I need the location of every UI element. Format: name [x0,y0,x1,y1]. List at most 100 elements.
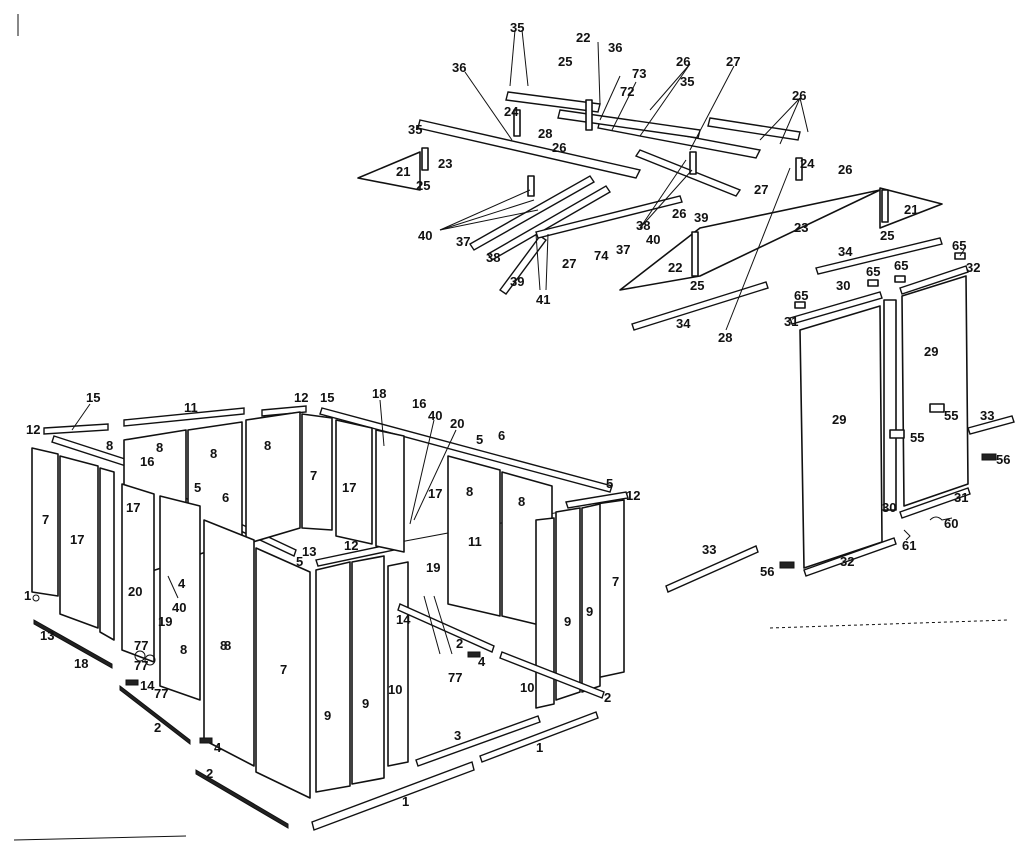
bracket-4-left [199,737,213,744]
floor-rail-2-front [195,769,289,829]
bolt-77b [144,654,156,666]
callout-72: 72 [620,84,634,99]
callout-3: 3 [454,728,461,743]
floor-rail-10-right [499,651,605,699]
rafter-37 [469,175,595,251]
gable-brace-25-low [691,231,699,277]
callout-31: 31 [784,314,798,329]
baseline-mark-bottom-left [13,835,187,841]
callout-17: 17 [70,532,84,547]
callout-9: 9 [362,696,369,711]
callout-65: 65 [894,258,908,273]
callout-25: 25 [558,54,572,69]
bracket-14-left [125,679,139,686]
door-sill-32 [803,537,897,577]
back-panel-18 [375,429,405,553]
callout-38: 38 [636,218,650,233]
door-hinge-55a [929,403,945,413]
roof-beam-lower [634,149,742,197]
callout-39: 39 [694,210,708,225]
floor-rail-2-left [119,684,191,746]
rafter-41 [535,195,683,239]
clip-65b [867,279,879,287]
callout-22: 22 [576,30,590,45]
side-panel-9a [555,507,581,701]
callout-2: 2 [604,690,611,705]
callout-65: 65 [794,288,808,303]
callout-27: 27 [754,182,768,197]
callout-13: 13 [302,544,316,559]
left-panel-19 [159,495,201,701]
door-header-32-right [899,265,969,295]
callout-38: 38 [486,250,500,265]
callout-35: 35 [408,122,422,137]
callout-35: 35 [510,20,524,35]
callout-55: 55 [910,430,924,445]
latch-56-right [981,453,997,461]
callout-1: 1 [402,794,409,809]
door-pin-61 [903,529,911,541]
rail-34-upper [815,237,943,275]
callout-13: 13 [40,628,54,643]
part-callouts: 35 22 36 36 25 26 27 73 35 72 26 24 28 3… [24,20,1010,809]
callout-41: 41 [536,292,550,307]
callout-36: 36 [608,40,622,55]
callout-16: 16 [140,454,154,469]
callout-8: 8 [518,494,525,509]
callout-39: 39 [510,274,524,289]
roof-beam-center [557,109,701,139]
callout-26: 26 [838,162,852,177]
callout-77: 77 [448,670,462,685]
callout-4: 4 [178,576,186,591]
back-panel-7 [301,413,333,531]
callout-9: 9 [324,708,331,723]
door-trim-33-right [967,415,1015,435]
callout-4: 4 [214,740,222,755]
side-panel-8d [447,455,501,617]
callout-20: 20 [450,416,464,431]
top-rail-12-back [261,405,307,417]
callout-74: 74 [594,248,609,263]
callout-17: 17 [126,500,140,515]
callout-9: 9 [564,614,571,629]
callout-5: 5 [296,554,303,569]
callout-29: 29 [924,344,938,359]
side-panel-9b [581,503,601,693]
back-panel-8c [245,411,301,545]
callout-5: 5 [194,480,201,495]
callout-35: 35 [680,74,694,89]
callout-2: 2 [206,766,213,781]
brace-22 [585,99,593,131]
callout-7: 7 [280,662,287,677]
floor-rail-3 [415,715,541,767]
callout-25: 25 [416,178,430,193]
callout-2: 2 [154,720,161,735]
callout-9: 9 [586,604,593,619]
callout-8: 8 [220,638,227,653]
callout-56: 56 [760,564,774,579]
callout-61: 61 [902,538,916,553]
ridge-beam-long [417,119,642,179]
brace-24-left [513,109,521,137]
front-panel-7 [255,547,311,799]
callout-21: 21 [904,202,918,217]
callout-19: 19 [158,614,172,629]
floor-rail-1-front [311,761,475,831]
door-hinge-55b [889,429,905,439]
rail-34-lower [631,281,769,331]
callout-37: 37 [456,234,470,249]
callout-40: 40 [428,408,442,423]
door-trim-33-left [665,545,759,593]
callout-16: 16 [412,396,426,411]
callout-19: 19 [426,560,440,575]
callout-55: 55 [944,408,958,423]
floor-rail-2-right [397,603,495,653]
callout-12: 12 [294,390,308,405]
callout-10: 10 [520,680,534,695]
callout-27: 27 [562,256,576,271]
top-rail-11-back [123,407,245,427]
callout-15: 15 [320,390,334,405]
callout-15: 15 [86,390,100,405]
callout-32: 32 [840,554,854,569]
callout-11: 11 [184,400,198,415]
